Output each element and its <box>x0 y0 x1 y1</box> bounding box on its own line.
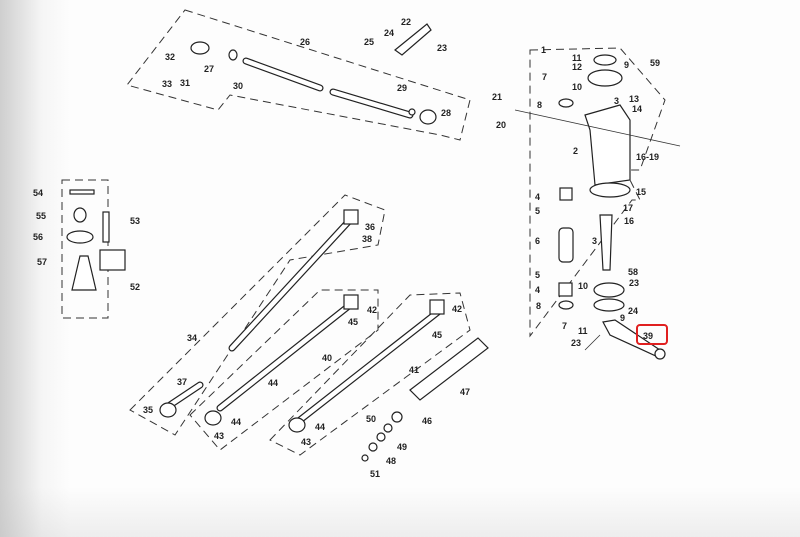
part-label-44: 44 <box>231 417 241 427</box>
part-label-33: 33 <box>162 79 172 89</box>
part-label-24: 24 <box>628 306 638 316</box>
part-label-45: 45 <box>348 317 358 327</box>
part-label-31: 31 <box>180 78 190 88</box>
part-label-37: 37 <box>177 377 187 387</box>
part-label-29: 29 <box>397 83 407 93</box>
part-label-51: 51 <box>370 469 380 479</box>
part-label-5: 5 <box>535 206 540 216</box>
part-label-49: 49 <box>397 442 407 452</box>
group-outline-drag-link <box>189 289 379 451</box>
part-label-16-19: 16-19 <box>636 152 659 162</box>
part-label-40: 40 <box>322 353 332 363</box>
part-label-13: 13 <box>629 94 639 104</box>
part-label-44: 44 <box>315 422 325 432</box>
highlight-box-39 <box>636 324 668 345</box>
part-label-53: 53 <box>130 216 140 226</box>
part-label-1: 1 <box>541 45 546 55</box>
part-label-22: 22 <box>401 17 411 27</box>
part-label-6: 6 <box>535 236 540 246</box>
part-label-45: 45 <box>432 330 442 340</box>
part-label-12: 12 <box>572 62 582 72</box>
part-label-8: 8 <box>536 301 541 311</box>
part-label-35: 35 <box>143 405 153 415</box>
part-label-8: 8 <box>537 100 542 110</box>
part-label-30: 30 <box>233 81 243 91</box>
part-label-23: 23 <box>437 43 447 53</box>
part-label-42: 42 <box>452 304 462 314</box>
pitman-assembly <box>66 189 126 291</box>
part-label-38: 38 <box>362 234 372 244</box>
part-label-4: 4 <box>535 285 540 295</box>
part-label-10: 10 <box>578 281 588 291</box>
part-label-32: 32 <box>165 52 175 62</box>
part-label-44: 44 <box>268 378 278 388</box>
part-label-42: 42 <box>367 305 377 315</box>
part-label-25: 25 <box>364 37 374 47</box>
part-label-11: 11 <box>572 53 582 63</box>
part-label-43: 43 <box>214 431 224 441</box>
part-label-57: 57 <box>37 257 47 267</box>
part-label-39: 39 <box>643 331 653 341</box>
part-label-34: 34 <box>187 333 197 343</box>
part-label-2: 2 <box>573 146 578 156</box>
group-outline-tie-rod <box>126 9 471 141</box>
part-label-7: 7 <box>562 321 567 331</box>
part-label-9: 9 <box>624 60 629 70</box>
center-link-rods <box>159 209 489 462</box>
group-outline-pitman <box>61 179 109 319</box>
part-label-3: 3 <box>614 96 619 106</box>
part-label-48: 48 <box>386 456 396 466</box>
part-label-15: 15 <box>636 187 646 197</box>
part-label-52: 52 <box>130 282 140 292</box>
part-label-26: 26 <box>300 37 310 47</box>
scan-noise-edge <box>0 0 70 537</box>
part-label-10: 10 <box>572 82 582 92</box>
part-label-24: 24 <box>384 28 394 38</box>
part-label-14: 14 <box>632 104 642 114</box>
part-label-46: 46 <box>422 416 432 426</box>
idler-arm-assembly <box>514 54 681 360</box>
part-label-23: 23 <box>629 278 639 288</box>
part-label-43: 43 <box>301 437 311 447</box>
part-label-56: 56 <box>33 232 43 242</box>
part-label-9: 9 <box>620 313 625 323</box>
part-label-16: 16 <box>624 216 634 226</box>
part-label-7: 7 <box>542 72 547 82</box>
scan-noise-bottom <box>0 487 800 537</box>
part-label-23: 23 <box>571 338 581 348</box>
part-label-17: 17 <box>623 203 633 213</box>
part-label-54: 54 <box>33 188 43 198</box>
part-label-27: 27 <box>204 64 214 74</box>
part-label-55: 55 <box>36 211 46 221</box>
part-label-21: 21 <box>492 92 502 102</box>
tie-rod-upper <box>190 23 437 125</box>
part-label-5: 5 <box>535 270 540 280</box>
part-label-58: 58 <box>628 267 638 277</box>
part-label-11: 11 <box>578 326 588 336</box>
group-outline-center-link <box>129 194 386 436</box>
part-label-28: 28 <box>441 108 451 118</box>
part-label-3: 3 <box>592 236 597 246</box>
part-label-41: 41 <box>409 365 419 375</box>
part-label-47: 47 <box>460 387 470 397</box>
part-label-50: 50 <box>366 414 376 424</box>
part-label-36: 36 <box>365 222 375 232</box>
part-label-20: 20 <box>496 120 506 130</box>
part-label-4: 4 <box>535 192 540 202</box>
part-label-59: 59 <box>650 58 660 68</box>
